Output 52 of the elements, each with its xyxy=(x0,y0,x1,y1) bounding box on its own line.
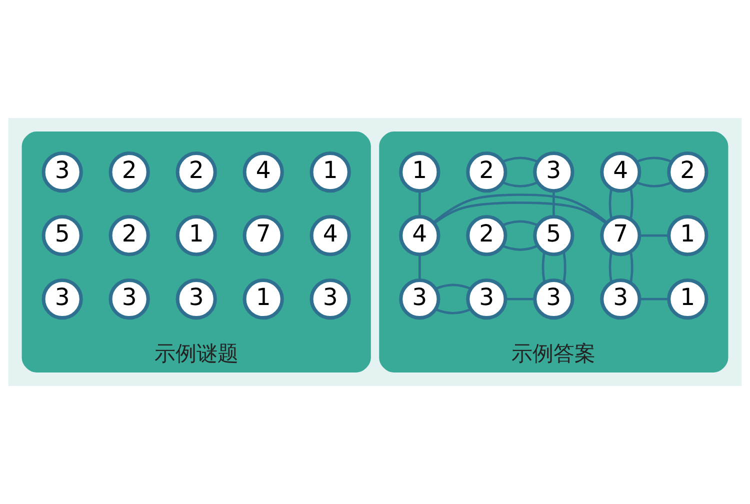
node-circle: 5 xyxy=(42,214,83,256)
connector xyxy=(640,234,669,237)
connector xyxy=(608,188,613,220)
node-circle: 7 xyxy=(242,214,284,256)
connector xyxy=(506,298,535,300)
node-circle: 2 xyxy=(667,152,708,193)
node-circle: 3 xyxy=(42,152,83,193)
connector xyxy=(552,190,555,217)
node-circle: 4 xyxy=(242,152,284,193)
node-circle: 4 xyxy=(600,152,642,193)
connector xyxy=(630,188,634,220)
node-circle: 3 xyxy=(108,278,150,320)
connector xyxy=(502,244,538,251)
node-circle: 5 xyxy=(533,214,574,256)
node-circle: 7 xyxy=(600,214,642,256)
node-circle: 3 xyxy=(310,278,351,320)
connector xyxy=(418,254,421,280)
node-circle: 3 xyxy=(466,278,508,320)
connector xyxy=(502,181,538,188)
node-circle: 1 xyxy=(399,152,440,193)
node-circle: 1 xyxy=(310,152,351,193)
node-circle: 4 xyxy=(310,214,351,256)
connector xyxy=(502,156,538,163)
node-circle: 3 xyxy=(533,278,574,320)
connector xyxy=(640,298,669,300)
node-circle: 1 xyxy=(667,278,708,320)
node-circle: 2 xyxy=(466,214,508,256)
node-circle: 1 xyxy=(667,214,708,256)
node-circle: 3 xyxy=(176,278,217,320)
node-circle: 1 xyxy=(176,214,217,256)
connector xyxy=(433,202,607,224)
connector xyxy=(636,181,672,188)
connector xyxy=(636,156,672,163)
node-circle: 3 xyxy=(399,278,440,320)
connector xyxy=(630,251,634,283)
node-circle: 2 xyxy=(108,214,150,256)
node-circle: 3 xyxy=(533,152,574,193)
node-circle: 2 xyxy=(466,152,508,193)
node-circle: 2 xyxy=(176,152,217,193)
node-circle: 3 xyxy=(600,278,642,320)
node-circle: 1 xyxy=(242,278,284,320)
connector xyxy=(432,194,608,224)
connector xyxy=(542,252,546,283)
node-circle: 4 xyxy=(399,214,440,256)
connector xyxy=(418,190,421,217)
connector xyxy=(562,251,566,283)
node-circle: 3 xyxy=(42,278,83,320)
node-circle: 2 xyxy=(108,152,150,193)
connector xyxy=(435,308,472,314)
connector xyxy=(435,284,472,290)
connector xyxy=(608,252,613,283)
connector xyxy=(502,220,538,226)
